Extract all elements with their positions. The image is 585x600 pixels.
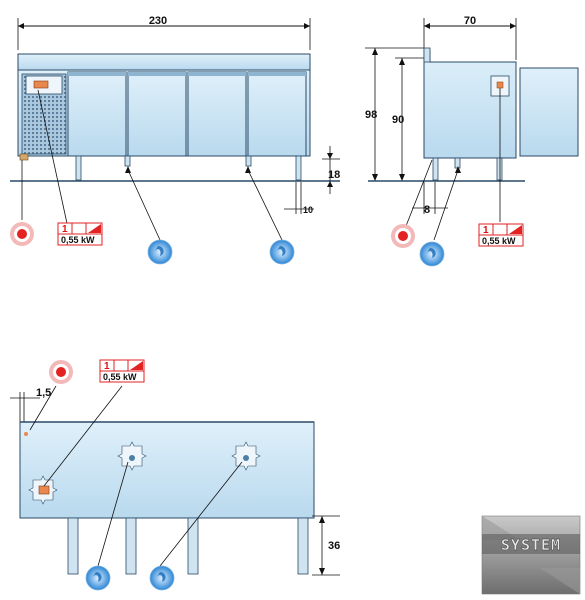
- water-drain-icon: [147, 239, 173, 265]
- legs: [432, 157, 503, 181]
- backsplash: [423, 47, 431, 63]
- door: [127, 71, 187, 157]
- door: [187, 71, 247, 157]
- drain-marker: [231, 441, 261, 471]
- leg-height-dimension: 18: [328, 169, 340, 181]
- phase-count: 1: [483, 225, 489, 236]
- legs: [75, 155, 302, 181]
- total-height-dimension: 98: [365, 109, 377, 121]
- open-door: [519, 67, 579, 157]
- doors: [67, 71, 307, 157]
- front-view: 230: [10, 15, 340, 265]
- power-phase-icon: 1 0,55 kW: [57, 222, 103, 246]
- control-panel-marker: [28, 475, 58, 505]
- phase-count: 1: [62, 224, 68, 235]
- cabinet-base: [19, 421, 315, 519]
- display-icon: [33, 80, 49, 89]
- power-rating: 0,55 kW: [482, 236, 516, 246]
- width-dimension: 230: [149, 15, 167, 27]
- leg-inset-dimension: 8: [424, 204, 430, 216]
- power-inlet: [19, 153, 29, 161]
- side-view: 70 98 90 8: [365, 15, 579, 267]
- electric-connection-icon: [10, 222, 34, 246]
- water-drain-icon: [149, 565, 175, 591]
- power-rating: 0,55 kW: [61, 235, 95, 245]
- power-phase-icon: 1 0,55 kW: [478, 223, 524, 247]
- plan-view: 1,5 36: [10, 359, 340, 591]
- plan-leg-height-dimension: 36: [328, 540, 340, 552]
- electric-connection-icon: [49, 360, 73, 384]
- electric-connection-icon: [391, 224, 415, 248]
- work-height-dimension: 90: [392, 114, 404, 126]
- water-drain-icon: [85, 565, 111, 591]
- power-phase-icon: 1 0,55 kW: [99, 359, 145, 383]
- logo-text: SYSTEM: [501, 536, 561, 554]
- drain-marker: [117, 441, 147, 471]
- door: [67, 71, 127, 157]
- leg-offset-dimension: 10: [303, 205, 313, 215]
- power-rating: 0,55 kW: [103, 372, 137, 382]
- water-drain-icon: [269, 239, 295, 265]
- depth-dimension: 70: [464, 15, 476, 27]
- water-drain-icon: [419, 241, 445, 267]
- cabinet-side: [423, 49, 517, 159]
- worktop: [17, 53, 311, 71]
- legs: [67, 517, 309, 575]
- door: [247, 71, 307, 157]
- phase-count: 1: [104, 361, 110, 372]
- offset-dimension: 1,5: [36, 387, 51, 399]
- system-logo: SYSTEM: [481, 515, 581, 595]
